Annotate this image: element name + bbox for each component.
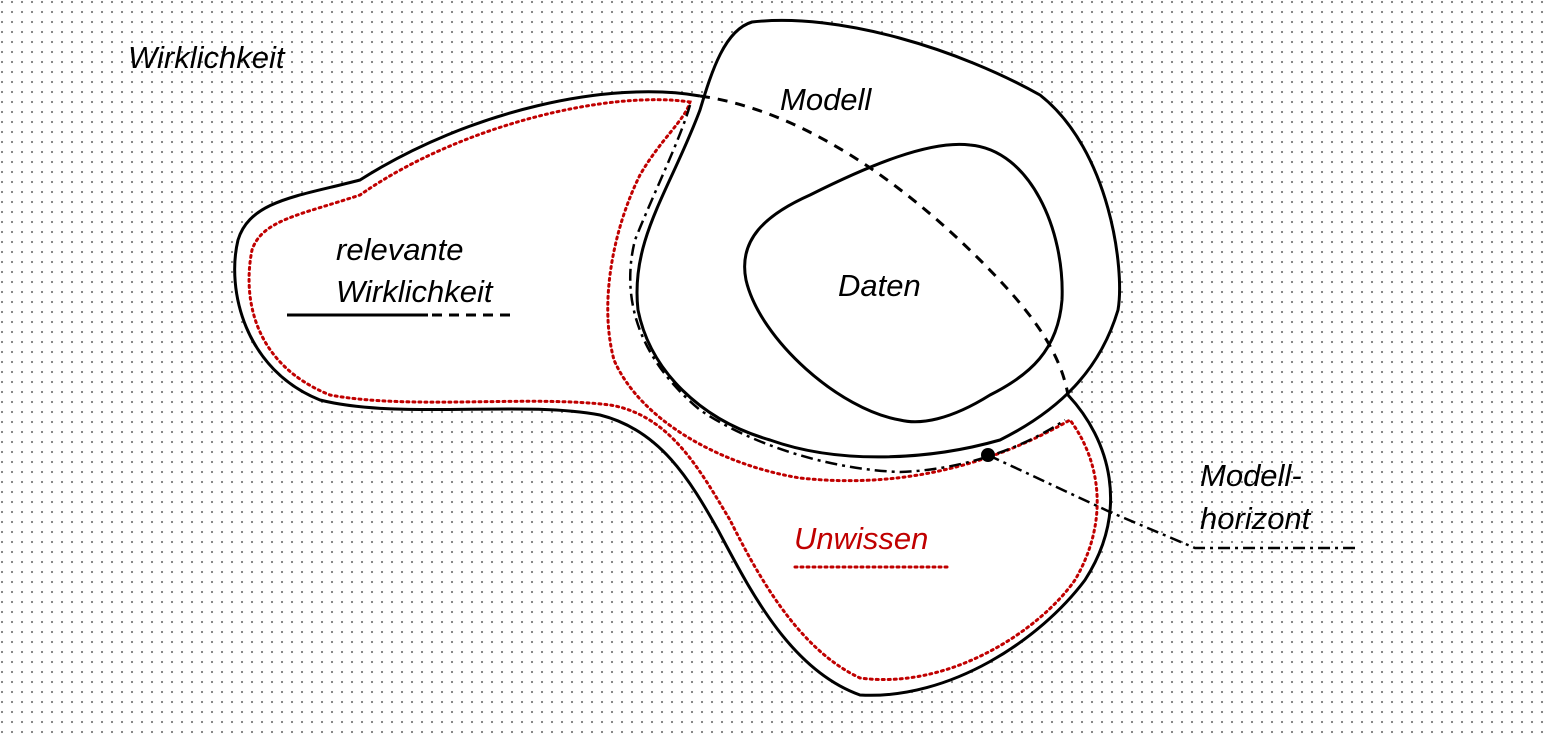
relevant-reality-fill: [234, 91, 1111, 696]
model-label: Modell: [780, 82, 872, 117]
relevant-reality-label-line1: relevante: [336, 232, 464, 267]
model-horizon-label-line1: Modell-: [1200, 458, 1302, 493]
model-horizon-line: [628, 104, 1066, 474]
data-label: Daten: [838, 268, 921, 303]
relevant-reality-label-line2: Wirklichkeit: [336, 274, 494, 309]
data-outline: [743, 142, 1064, 424]
relevant-reality-outline: [233, 90, 1113, 697]
model-horizon-label-line2: horizont: [1200, 501, 1312, 536]
model-horizon-marker: [981, 448, 995, 462]
ignorance-label: Unwissen: [794, 521, 928, 556]
ignorance-boundary: [247, 98, 1099, 681]
model-horizon-leader: [987, 453, 1355, 550]
model-outline: [635, 18, 1122, 459]
model-region-fill: [636, 20, 1120, 457]
reality-label: Wirklichkeit: [128, 40, 286, 75]
